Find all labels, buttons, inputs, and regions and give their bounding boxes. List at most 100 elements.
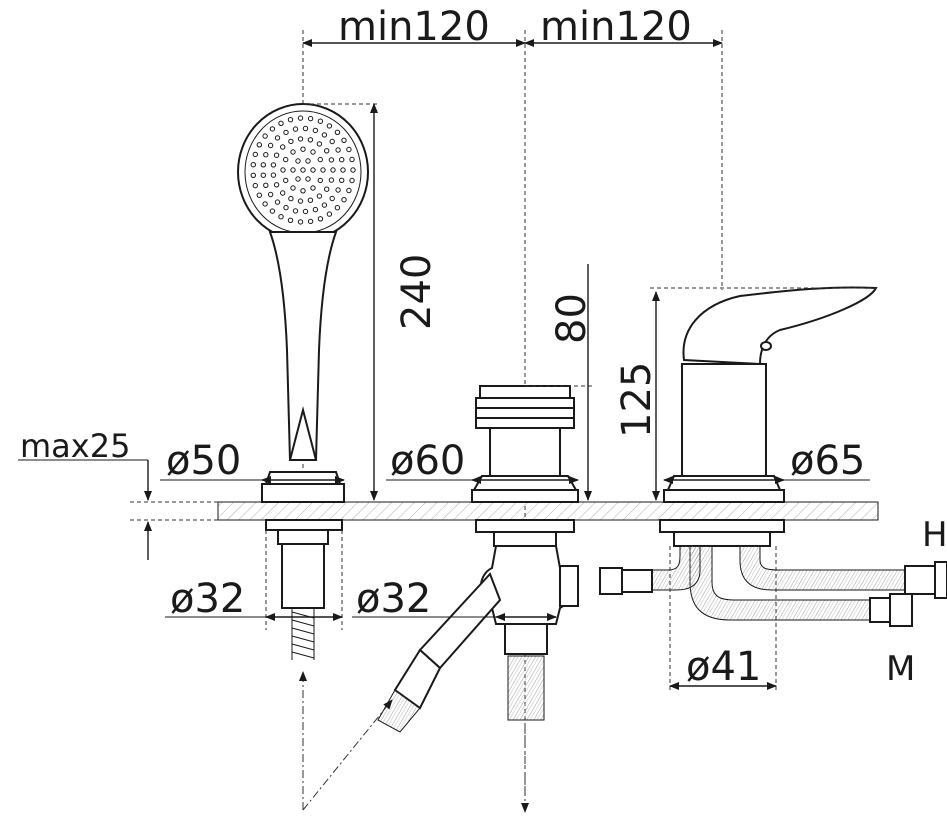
nozzle-hole: [270, 162, 277, 168]
nozzle-hole: [350, 167, 356, 173]
diverter-body: [377, 385, 579, 733]
nozzle-hole: [316, 141, 323, 147]
nozzle-hole: [278, 214, 284, 220]
nozzle-hole: [267, 142, 274, 149]
nozzle-hole: [260, 172, 266, 178]
nozzle-hole: [300, 146, 306, 152]
cold-hose-label: M: [886, 649, 915, 689]
nozzle-hole: [256, 142, 262, 148]
nozzle-hole: [335, 147, 341, 153]
nozzle-hole: [283, 156, 289, 163]
nozzle-hole: [290, 167, 296, 173]
nozzle-hole: [324, 148, 330, 154]
nozzle-hole: [267, 191, 274, 198]
nozzle-hole: [250, 172, 257, 179]
nozzle-hole: [317, 156, 323, 163]
nozzle-hole: [326, 123, 333, 129]
nozzle-hole: [330, 167, 336, 173]
nozzle-hole: [329, 195, 335, 202]
hot-hose-label: H: [922, 515, 947, 555]
nozzle-hole: [283, 177, 289, 184]
nozzle-hole: [334, 129, 341, 136]
nozzle-hole: [340, 167, 346, 173]
nozzle-hole: [341, 197, 347, 203]
nozzle-hole: [269, 126, 276, 132]
nozzle-hole: [307, 115, 314, 122]
nozzle-hole: [302, 125, 309, 132]
nozzle-hole: [250, 162, 257, 168]
height-mixer-label: 125: [614, 362, 660, 438]
mixer-supply-hoses: [599, 545, 947, 627]
nozzle-hole: [263, 182, 269, 189]
nozzle-hole: [339, 157, 345, 163]
nozzle-hole: [307, 197, 314, 203]
nozzle-hole: [252, 182, 259, 189]
nozzle-hole: [288, 195, 294, 202]
nozzle-hole: [307, 218, 314, 225]
nozzle-hole: [317, 216, 324, 222]
nozzle-hole: [346, 187, 352, 194]
nozzle-hole: [274, 135, 281, 141]
nozzle-hole: [334, 205, 341, 211]
height-shower-label: 240: [394, 254, 440, 330]
nozzle-hole: [274, 199, 281, 205]
nozzle-hole: [280, 167, 286, 173]
hand-shower: [237, 103, 369, 660]
nozzle-hole: [346, 146, 352, 153]
nozzle-hole: [292, 126, 299, 132]
nozzle-hole: [288, 138, 294, 145]
nozzle-hole: [339, 177, 345, 184]
nozzle-hole: [329, 138, 335, 145]
nozzle-hole: [328, 177, 335, 183]
nozzle-hole: [278, 120, 284, 127]
nozzle-hole: [312, 206, 319, 213]
nozzle-hole: [292, 208, 299, 214]
nozzle-hole: [312, 127, 319, 134]
nozzle-hole: [280, 190, 286, 196]
nozzle-hole: [305, 176, 311, 182]
dia-shower-shank-label: ø32: [170, 576, 245, 622]
nozzle-hole: [341, 137, 347, 144]
width-left-label: min120: [338, 4, 490, 50]
nozzle-hole: [297, 115, 304, 121]
nozzle-hole: [320, 167, 326, 173]
nozzle-hole: [328, 157, 335, 163]
nozzle-hole: [326, 211, 333, 217]
nozzle-hole: [317, 118, 324, 124]
nozzle-hole: [317, 177, 323, 184]
nozzle-hole: [295, 176, 301, 182]
nozzle-hole: [300, 188, 306, 194]
nozzle-hole: [297, 219, 304, 225]
nozzle-hole: [262, 133, 268, 139]
nozzle-hole: [305, 158, 311, 164]
nozzle-hole: [349, 177, 355, 184]
nozzle-hole: [287, 217, 294, 224]
nozzle-hole: [297, 136, 304, 142]
dia-spout-base-label: ø60: [390, 438, 465, 484]
shower-head-nozzles: [250, 115, 356, 225]
dia-spout-shank-label: ø32: [356, 576, 431, 622]
nozzle-hole: [290, 149, 296, 155]
nozzle-hole: [273, 152, 280, 158]
nozzle-hole: [310, 185, 316, 191]
nozzle-hole: [302, 208, 309, 215]
nozzle-hole: [260, 162, 266, 168]
dia-mixer-base-label: ø65: [790, 438, 865, 484]
nozzle-hole: [256, 192, 262, 198]
nozzle-hole: [270, 172, 277, 178]
nozzle-hole: [263, 152, 269, 158]
nozzle-hole: [280, 144, 286, 150]
nozzle-hole: [300, 167, 306, 173]
nozzle-hole: [295, 158, 301, 164]
nozzle-hole: [310, 167, 316, 173]
nozzle-hole: [335, 187, 341, 193]
height-spout-label: 80: [549, 293, 595, 344]
nozzle-hole: [321, 132, 328, 138]
nozzle-hole: [321, 202, 328, 208]
nozzle-hole: [262, 201, 268, 207]
nozzle-hole: [324, 186, 330, 192]
dia-mixer-shank-label: ø41: [686, 644, 761, 690]
nozzle-hole: [252, 151, 259, 158]
nozzle-hole: [316, 193, 323, 199]
